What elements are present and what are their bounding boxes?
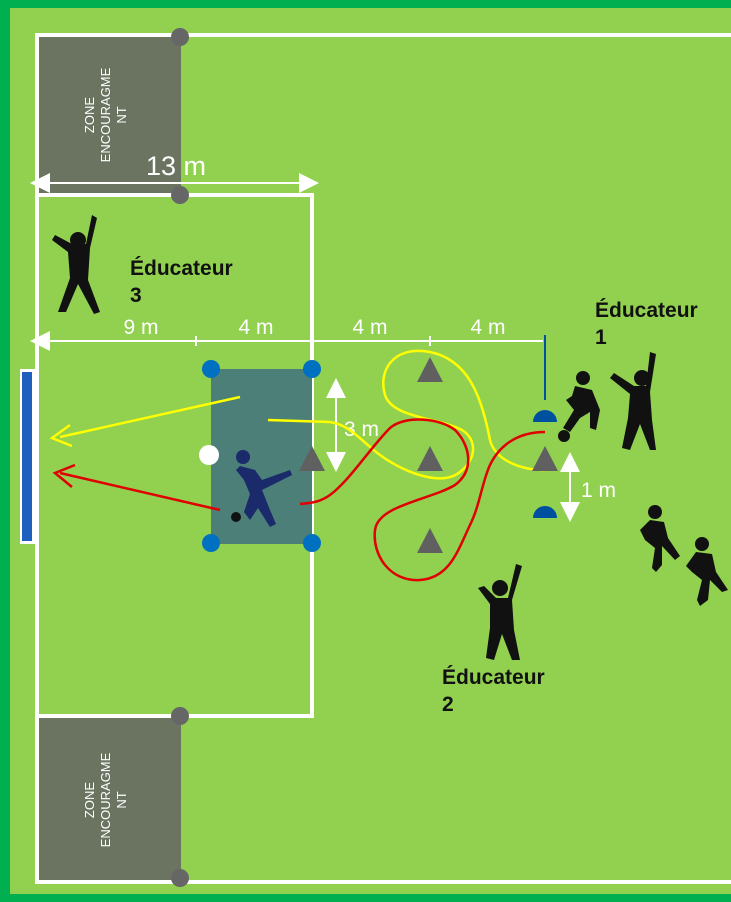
zone-top-line-3: NT — [114, 106, 129, 123]
coach-2-label-number: 2 — [442, 693, 454, 716]
coach-3-label-name: Éducateur — [130, 257, 233, 280]
shooting-box — [211, 369, 312, 544]
measure-4m-b: 4 m — [352, 316, 387, 339]
goal — [22, 372, 32, 541]
ball-dribbling — [558, 430, 570, 442]
measure-9m: 9 m — [123, 316, 158, 339]
coach-1-label-name: Éducateur — [595, 299, 698, 322]
coach-3-label-number: 3 — [130, 284, 142, 307]
ball-player — [231, 512, 241, 522]
ball-white — [199, 445, 219, 465]
zone-top-line-1: ZONE — [82, 97, 97, 133]
zone-bottom-line-1: ZONE — [82, 782, 97, 818]
coach-2-label-name: Éducateur — [442, 666, 545, 689]
measure-4m-c: 4 m — [470, 316, 505, 339]
measure-1m: 1 m — [581, 479, 616, 502]
measure-4m-a: 4 m — [238, 316, 273, 339]
coach-1-label-number: 1 — [595, 326, 607, 349]
measure-13m: 13 m — [146, 151, 206, 181]
zone-bottom-line-3: NT — [114, 791, 129, 808]
zone-top-line-2: ENCOURAGME — [98, 67, 113, 162]
zone-bottom-line-2: ENCOURAGME — [98, 752, 113, 847]
